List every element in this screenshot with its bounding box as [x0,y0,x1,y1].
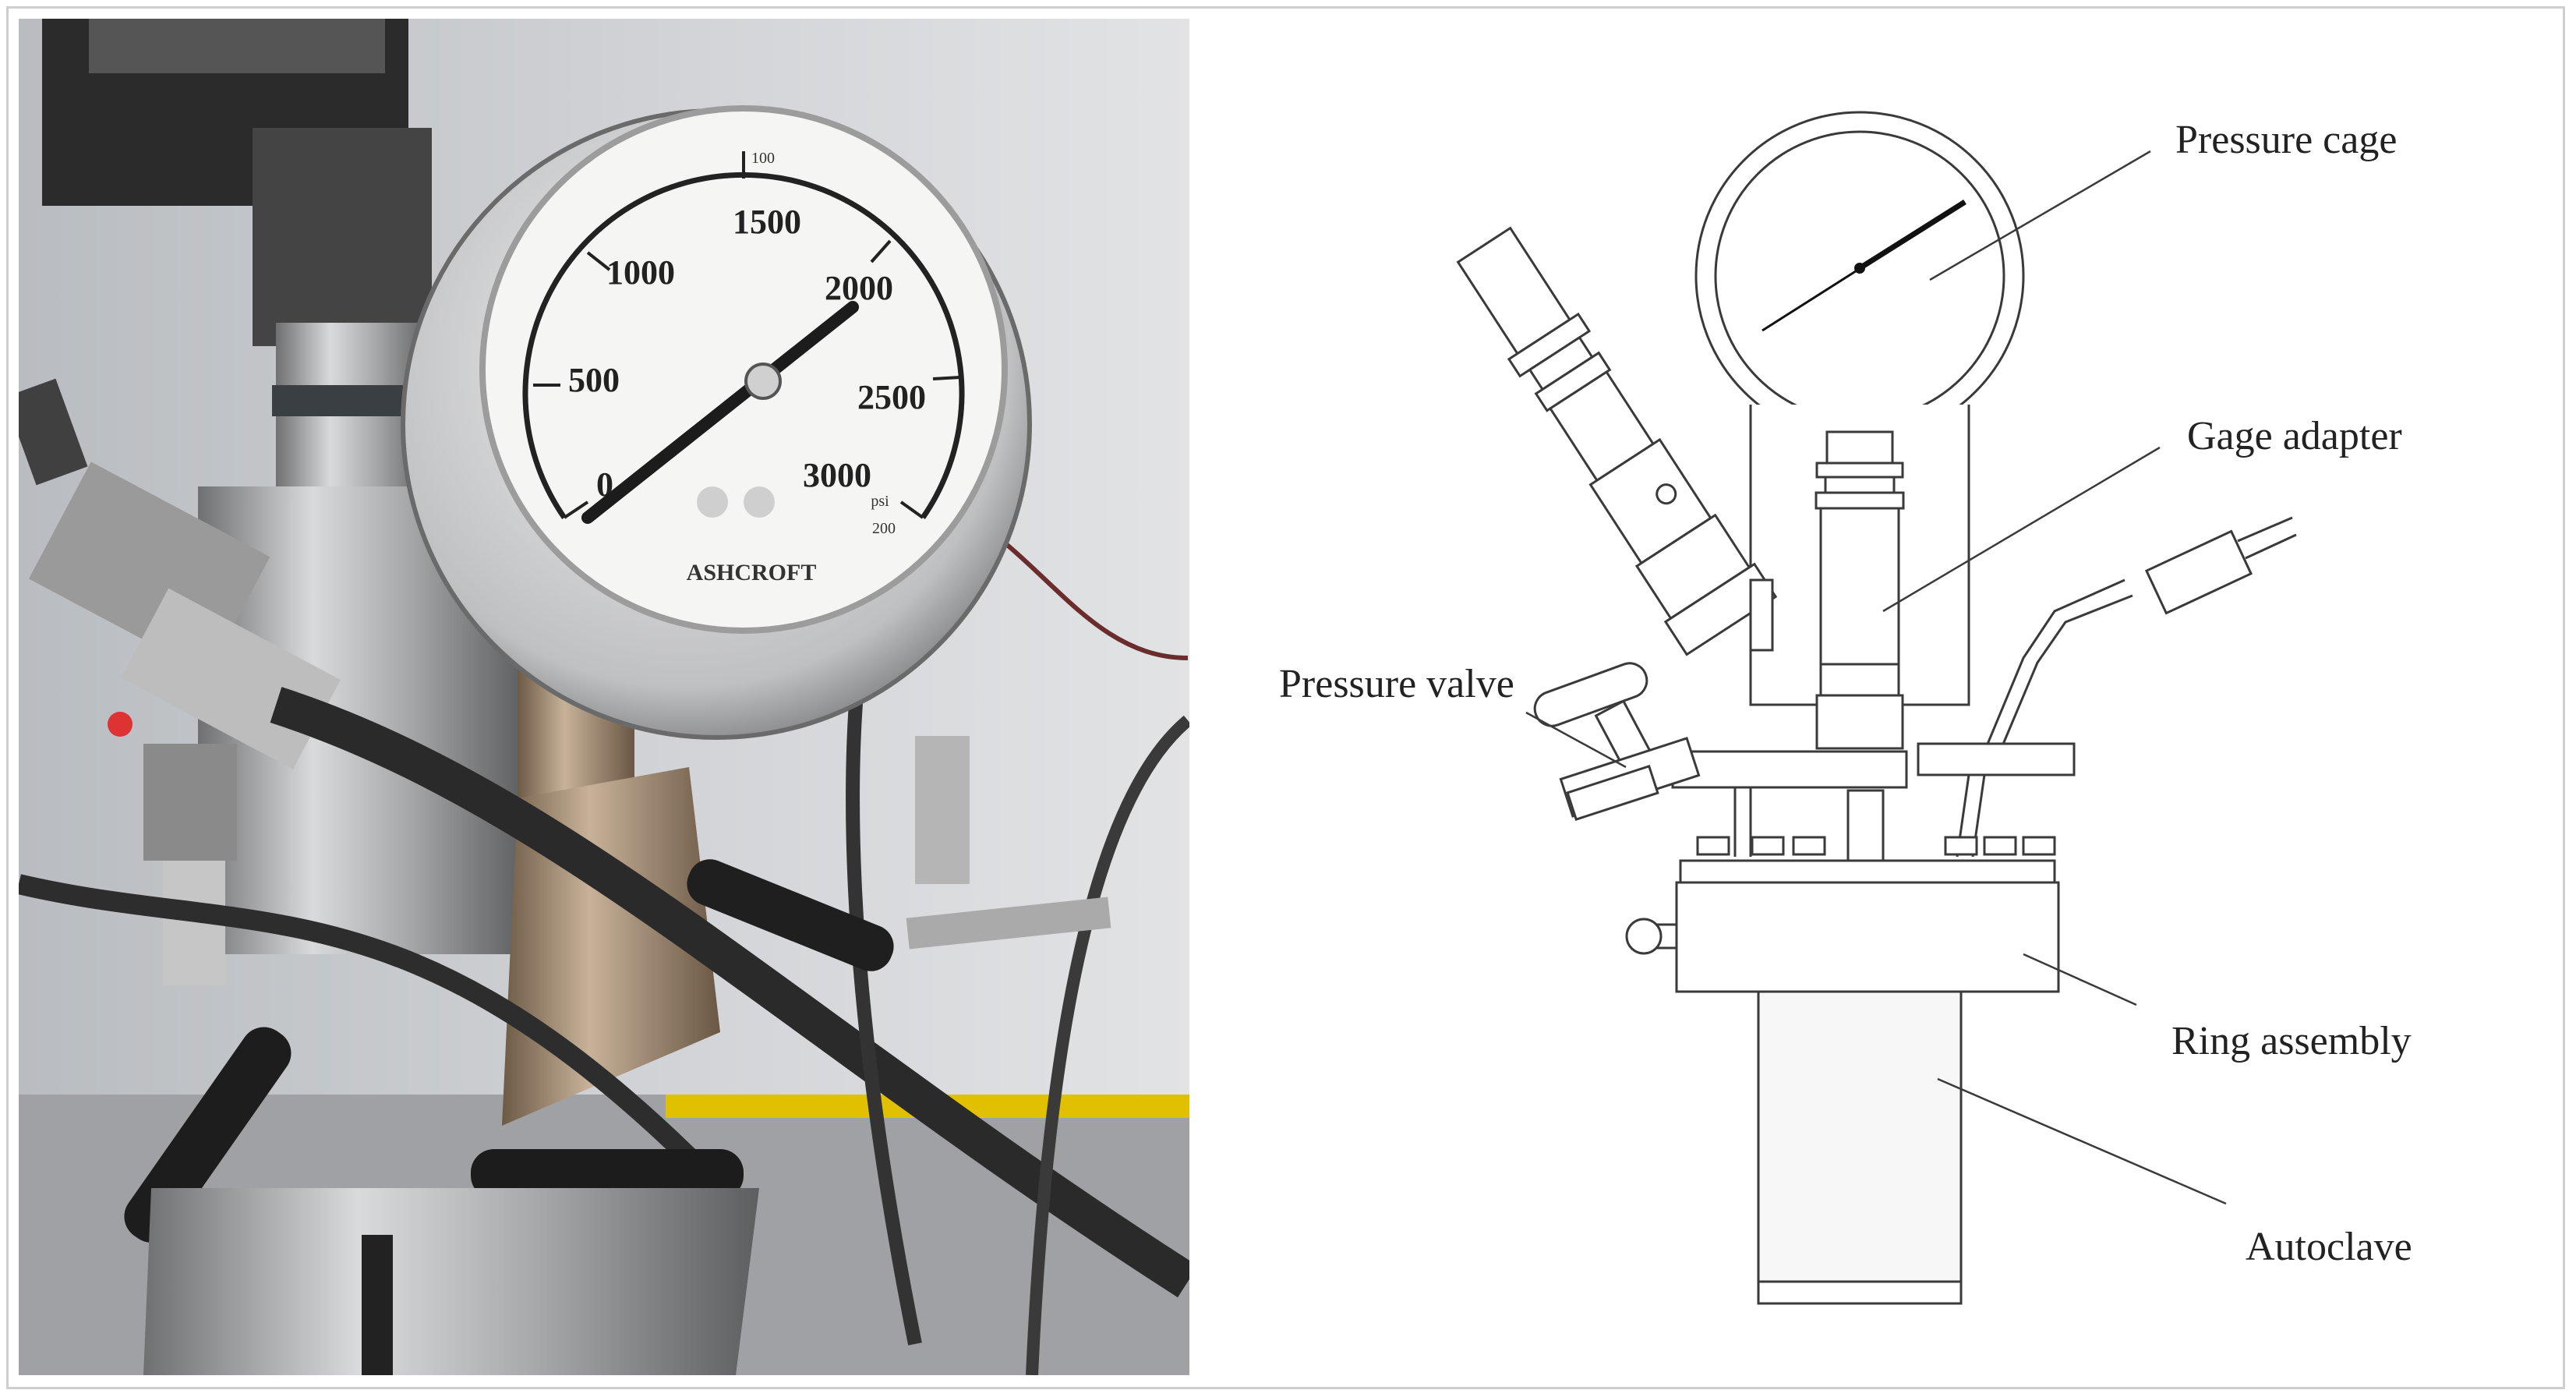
label-autoclave: Autoclave [2246,1225,2412,1269]
gauge-inner-tick-100: 100 [751,150,775,167]
pressure-gauge-inner [1714,130,2005,422]
gauge-unit: psi [871,493,889,510]
reactor-photo: 0 500 1000 1500 2000 2500 3000 100 200 p… [19,19,1189,1375]
gauge-brand: ASHCROFT [687,560,817,585]
gauge-face [479,105,1008,634]
gauge-inner-tick-200: 200 [872,520,896,537]
autoclave-body [1757,990,1963,1297]
label-pressure-valve: Pressure valve [1279,662,1514,706]
gauge-tick-500: 500 [568,361,620,399]
gauge-tick-1500: 1500 [733,203,801,241]
reactor-photo-drawing: 0 500 1000 1500 2000 2500 3000 100 200 p… [19,19,1189,1375]
reactor-diagram-drawing: Pressure cage Gage adapter Pressure valv… [1279,111,2412,1305]
gauge-needle [581,301,859,524]
gauge-tick-2500: 2500 [857,378,926,416]
label-gage-adapter: Gage adapter [2187,414,2402,458]
label-ring-assembly: Ring assembly [2171,1019,2412,1063]
label-pressure-cage: Pressure cage [2175,118,2397,162]
gauge-tick-3000: 3000 [803,456,871,494]
reactor-diagram: Pressure cage Gage adapter Pressure valv… [1189,19,2557,1375]
gauge-tick-1000: 1000 [606,253,675,292]
ring-assembly-body [1675,881,2060,993]
gauge-tick-2000: 2000 [825,269,893,307]
